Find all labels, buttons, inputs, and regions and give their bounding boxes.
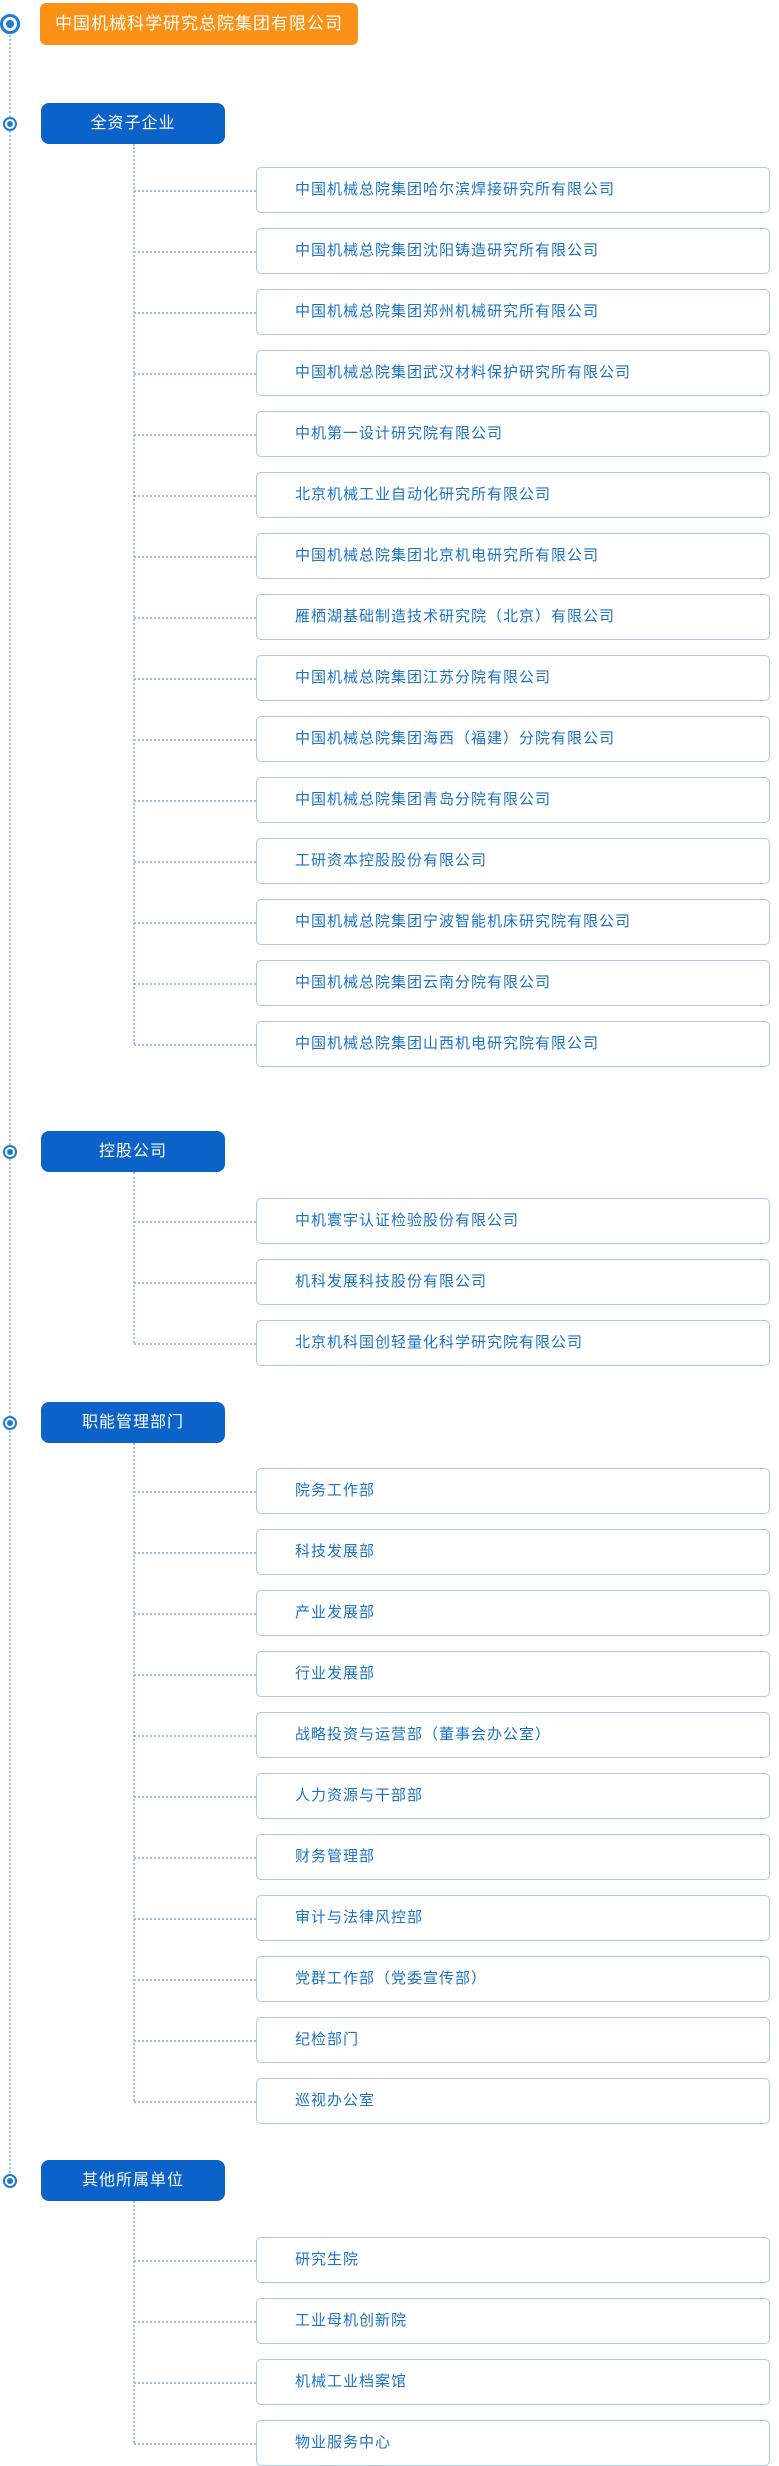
org-item-row: 审计与法律风控部 <box>134 1895 779 1941</box>
org-item-label: 党群工作部（党委宣传部） <box>256 1956 770 2002</box>
org-item-row: 科技发展部 <box>134 1529 779 1575</box>
org-item-row: 物业服务中心 <box>134 2420 779 2466</box>
org-item-label: 纪检部门 <box>256 2017 770 2063</box>
org-item-label: 中国机械总院集团郑州机械研究所有限公司 <box>256 289 770 335</box>
org-item-label: 中国机械总院集团宁波智能机床研究院有限公司 <box>256 899 770 945</box>
org-item-row: 中国机械总院集团北京机电研究所有限公司 <box>134 533 779 579</box>
section-label: 职能管理部门 <box>41 1402 225 1443</box>
org-item-label: 院务工作部 <box>256 1468 770 1514</box>
org-item-label: 研究生院 <box>256 2237 770 2283</box>
org-item-row: 中国机械总院集团青岛分院有限公司 <box>134 777 779 823</box>
section-header-row: 控股公司 <box>0 1131 779 1172</box>
org-section-2: 控股公司 中机寰宇认证检验股份有限公司 机科发展科技股份有限公司 北京机科国创轻… <box>0 1131 779 1366</box>
radio-target-icon <box>3 1144 17 1159</box>
org-item-label: 科技发展部 <box>256 1529 770 1575</box>
org-item-row: 中机寰宇认证检验股份有限公司 <box>134 1198 779 1244</box>
org-item-label: 中机第一设计研究院有限公司 <box>256 411 770 457</box>
org-item-row: 行业发展部 <box>134 1651 779 1697</box>
radio-target-icon <box>3 2173 17 2188</box>
org-item-label: 北京机科国创轻量化科学研究院有限公司 <box>256 1320 770 1366</box>
org-item-label: 中国机械总院集团江苏分院有限公司 <box>256 655 770 701</box>
org-item-row: 中国机械总院集团山西机电研究院有限公司 <box>134 1021 779 1067</box>
section-items: 院务工作部 科技发展部 产业发展部 行业发展部 战略投资与运营部（董事会办公室）… <box>133 1443 779 2124</box>
org-item-label: 雁栖湖基础制造技术研究院（北京）有限公司 <box>256 594 770 640</box>
org-item-row: 中国机械总院集团郑州机械研究所有限公司 <box>134 289 779 335</box>
org-item-row: 研究生院 <box>134 2237 779 2283</box>
org-item-label: 工研资本控股股份有限公司 <box>256 838 770 884</box>
org-item-label: 机械工业档案馆 <box>256 2359 770 2405</box>
org-item-row: 中国机械总院集团宁波智能机床研究院有限公司 <box>134 899 779 945</box>
org-item-label: 战略投资与运营部（董事会办公室） <box>256 1712 770 1758</box>
org-item-label: 中国机械总院集团北京机电研究所有限公司 <box>256 533 770 579</box>
section-items: 研究生院 工业母机创新院 机械工业档案馆 物业服务中心 <box>133 2201 779 2466</box>
org-item-row: 中机第一设计研究院有限公司 <box>134 411 779 457</box>
org-item-label: 中国机械总院集团云南分院有限公司 <box>256 960 770 1006</box>
root-org-title: 中国机械科学研究总院集团有限公司 <box>40 3 358 45</box>
section-label: 全资子企业 <box>41 103 225 144</box>
org-item-label: 财务管理部 <box>256 1834 770 1880</box>
radio-target-icon <box>0 14 20 34</box>
org-item-row: 院务工作部 <box>134 1468 779 1514</box>
radio-target-icon <box>3 116 17 131</box>
org-item-row: 中国机械总院集团哈尔滨焊接研究所有限公司 <box>134 167 779 213</box>
org-section-3: 职能管理部门 院务工作部 科技发展部 产业发展部 行业发展部 战略投资与运营部（… <box>0 1402 779 2124</box>
org-item-row: 纪检部门 <box>134 2017 779 2063</box>
org-item-label: 中国机械总院集团哈尔滨焊接研究所有限公司 <box>256 167 770 213</box>
org-item-row: 北京机械工业自动化研究所有限公司 <box>134 472 779 518</box>
org-item-row: 机械工业档案馆 <box>134 2359 779 2405</box>
org-item-row: 中国机械总院集团沈阳铸造研究所有限公司 <box>134 228 779 274</box>
org-item-row: 巡视办公室 <box>134 2078 779 2124</box>
sections-container: 全资子企业 中国机械总院集团哈尔滨焊接研究所有限公司 中国机械总院集团沈阳铸造研… <box>0 103 779 2466</box>
section-header-row: 职能管理部门 <box>0 1402 779 1443</box>
radio-target-icon <box>3 1415 17 1430</box>
org-item-label: 中国机械总院集团沈阳铸造研究所有限公司 <box>256 228 770 274</box>
org-item-label: 中国机械总院集团武汉材料保护研究所有限公司 <box>256 350 770 396</box>
org-item-row: 工业母机创新院 <box>134 2298 779 2344</box>
org-item-row: 北京机科国创轻量化科学研究院有限公司 <box>134 1320 779 1366</box>
org-item-label: 中国机械总院集团海西（福建）分院有限公司 <box>256 716 770 762</box>
section-label: 控股公司 <box>41 1131 225 1172</box>
org-item-row: 人力资源与干部部 <box>134 1773 779 1819</box>
org-item-label: 机科发展科技股份有限公司 <box>256 1259 770 1305</box>
org-item-label: 审计与法律风控部 <box>256 1895 770 1941</box>
org-item-label: 产业发展部 <box>256 1590 770 1636</box>
org-item-row: 党群工作部（党委宣传部） <box>134 1956 779 2002</box>
section-label: 其他所属单位 <box>41 2160 225 2201</box>
org-item-row: 中国机械总院集团云南分院有限公司 <box>134 960 779 1006</box>
org-item-label: 中国机械总院集团青岛分院有限公司 <box>256 777 770 823</box>
org-item-row: 中国机械总院集团江苏分院有限公司 <box>134 655 779 701</box>
org-item-row: 雁栖湖基础制造技术研究院（北京）有限公司 <box>134 594 779 640</box>
section-header-row: 全资子企业 <box>0 103 779 144</box>
org-item-row: 机科发展科技股份有限公司 <box>134 1259 779 1305</box>
org-section-1: 全资子企业 中国机械总院集团哈尔滨焊接研究所有限公司 中国机械总院集团沈阳铸造研… <box>0 103 779 1067</box>
org-item-label: 物业服务中心 <box>256 2420 770 2466</box>
org-item-label: 中机寰宇认证检验股份有限公司 <box>256 1198 770 1244</box>
org-item-label: 工业母机创新院 <box>256 2298 770 2344</box>
section-header-row: 其他所属单位 <box>0 2160 779 2201</box>
org-item-label: 中国机械总院集团山西机电研究院有限公司 <box>256 1021 770 1067</box>
org-item-row: 中国机械总院集团海西（福建）分院有限公司 <box>134 716 779 762</box>
org-item-label: 人力资源与干部部 <box>256 1773 770 1819</box>
org-item-label: 巡视办公室 <box>256 2078 770 2124</box>
main-spine-connector <box>9 24 11 2180</box>
org-section-4: 其他所属单位 研究生院 工业母机创新院 机械工业档案馆 物业服务中心 <box>0 2160 779 2466</box>
org-item-row: 中国机械总院集团武汉材料保护研究所有限公司 <box>134 350 779 396</box>
org-item-row: 战略投资与运营部（董事会办公室） <box>134 1712 779 1758</box>
org-item-label: 行业发展部 <box>256 1651 770 1697</box>
org-item-row: 财务管理部 <box>134 1834 779 1880</box>
root-node-row: 中国机械科学研究总院集团有限公司 <box>0 3 779 45</box>
section-items: 中机寰宇认证检验股份有限公司 机科发展科技股份有限公司 北京机科国创轻量化科学研… <box>133 1172 779 1366</box>
org-item-row: 产业发展部 <box>134 1590 779 1636</box>
org-item-row: 工研资本控股股份有限公司 <box>134 838 779 884</box>
org-item-label: 北京机械工业自动化研究所有限公司 <box>256 472 770 518</box>
section-items: 中国机械总院集团哈尔滨焊接研究所有限公司 中国机械总院集团沈阳铸造研究所有限公司… <box>133 144 779 1067</box>
